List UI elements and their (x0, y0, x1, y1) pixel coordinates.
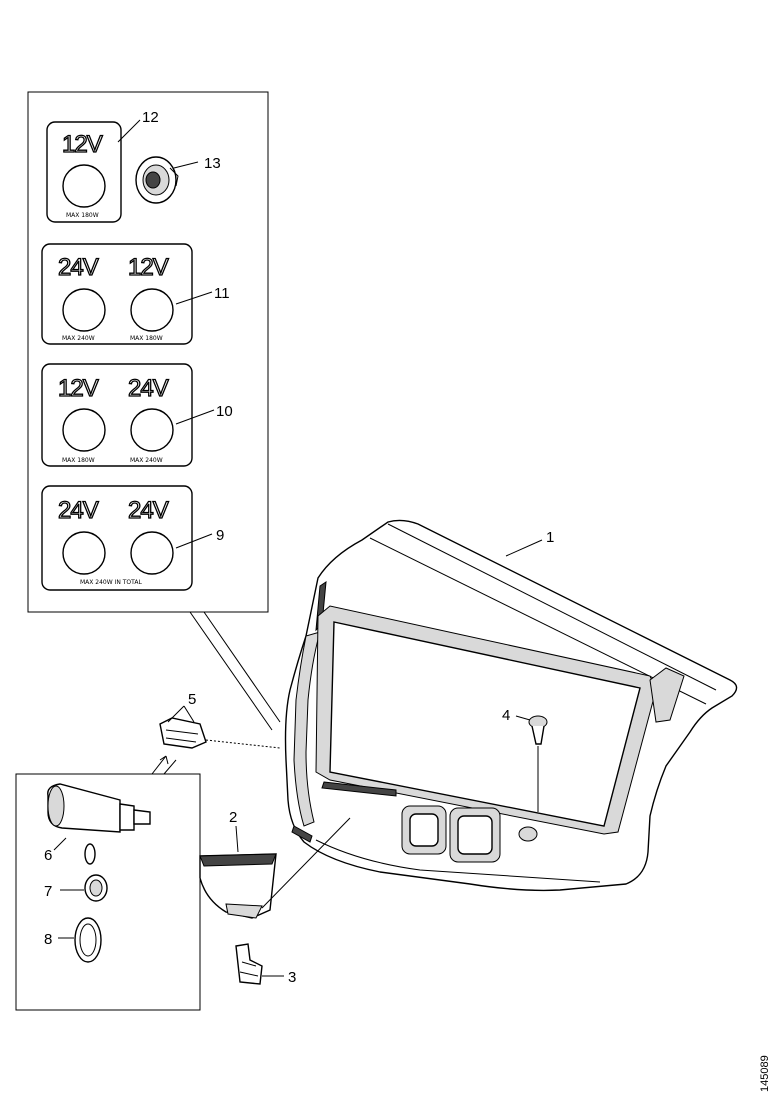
callout-12: 12 (142, 109, 159, 126)
socket-cap-part-13 (135, 156, 179, 204)
panel-10-rating-left: MAX 180W (62, 457, 95, 464)
panel-11-socket-right (130, 288, 174, 332)
panel-9-voltage-left: 24V (58, 497, 99, 524)
panel-11-socket-left (62, 288, 106, 332)
ring-part-7 (84, 843, 108, 902)
panel-11-voltage-right: 12V (128, 254, 169, 281)
screw-part-4 (528, 715, 548, 812)
socket-panels-inset-frame (27, 91, 269, 613)
socket-panel-10: 12V 24V MAX 180W MAX 240W (41, 363, 193, 467)
panel-10-voltage-left: 12V (58, 375, 99, 402)
lower-inset-arrows (151, 755, 177, 775)
panel-11-rating-left: MAX 240W (62, 335, 95, 342)
socket-panel-12: 12V MAX 180W (46, 121, 122, 223)
callout-leader-10 (175, 409, 215, 425)
callout-10: 10 (216, 403, 233, 420)
callout-8: 8 (44, 931, 52, 948)
callout-1: 1 (546, 529, 554, 546)
panel-12-voltage: 12V (62, 131, 103, 158)
callout-7: 7 (44, 883, 52, 900)
clip-part-5 (159, 705, 281, 749)
o-ring-part-8 (74, 917, 102, 963)
clip-part-3 (235, 943, 263, 985)
panel-11-voltage-left: 24V (58, 254, 99, 281)
callout-leader-1 (505, 539, 543, 557)
callout-leader-2 (235, 825, 239, 853)
panel-10-socket-left (62, 408, 106, 452)
inset-leader-lines (189, 611, 281, 731)
callout-leader-13 (173, 161, 199, 169)
callout-9: 9 (216, 527, 224, 544)
callout-5: 5 (188, 691, 196, 708)
socket-body-part-6 (47, 783, 151, 833)
panel-9-socket-right (130, 531, 174, 575)
panel-9-rating: MAX 240W IN TOTAL (80, 579, 142, 586)
callout-leader-9 (175, 533, 213, 549)
cover-part-2 (199, 817, 351, 919)
callout-2: 2 (229, 809, 237, 826)
panel-10-rating-right: MAX 240W (130, 457, 163, 464)
panel-11-rating-right: MAX 180W (130, 335, 163, 342)
diagram-reference-code: 145089 (759, 1055, 771, 1092)
callout-leader-6 (53, 837, 67, 851)
callout-4: 4 (502, 707, 510, 724)
callout-6: 6 (44, 847, 52, 864)
panel-12-rating: MAX 180W (66, 212, 99, 219)
socket-panel-11: 24V 12V MAX 240W MAX 180W (41, 243, 193, 345)
panel-10-voltage-right: 24V (128, 375, 169, 402)
callout-13: 13 (204, 155, 221, 172)
callout-leader-12 (117, 119, 141, 143)
panel-9-socket-left (62, 531, 106, 575)
callout-11: 11 (214, 285, 230, 302)
callout-leader-11 (175, 291, 213, 305)
panel-10-socket-right (130, 408, 174, 452)
callout-leader-4 (515, 715, 531, 721)
lower-inset-frame (15, 773, 201, 1011)
panel-9-voltage-right: 24V (128, 497, 169, 524)
callout-3: 3 (288, 969, 296, 986)
socket-panel-9: 24V 24V MAX 240W IN TOTAL (41, 485, 193, 591)
panel-12-socket (62, 164, 106, 208)
dashboard-assembly-part-1 (284, 519, 738, 892)
